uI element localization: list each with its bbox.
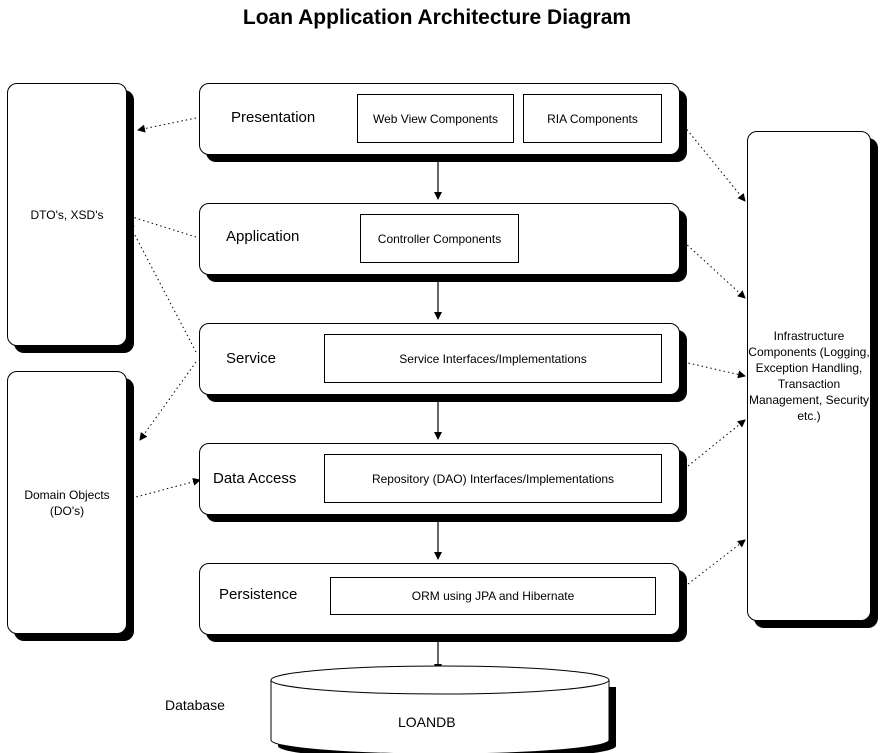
- domain-objects-label: Domain Objects (DO's): [24, 487, 110, 518]
- dotted-service-domain: [139, 361, 197, 441]
- repository-dao: Repository (DAO) Interfaces/Implementati…: [324, 454, 662, 503]
- database-name: LOANDB: [398, 714, 456, 730]
- service-layer: Service Service Interfaces/Implementatio…: [199, 323, 680, 395]
- dtos-box: DTO's, XSD's: [7, 83, 127, 346]
- dotted-application-dtos: [125, 213, 197, 238]
- dotted-service-dtos: [127, 221, 197, 353]
- dotted-service-infra: [683, 361, 746, 379]
- dotted-application-infra: [683, 241, 746, 299]
- persistence-label: Persistence: [219, 586, 298, 603]
- application-layer: Application Controller Components: [199, 203, 680, 275]
- dotted-presentation-dtos: [137, 117, 197, 133]
- database-label: Database: [165, 697, 225, 713]
- dotted-persistence-infra: [687, 539, 746, 585]
- data-access-label: Data Access: [213, 470, 297, 487]
- orm-jpa-hibernate: ORM using JPA and Hibernate: [330, 577, 656, 615]
- presentation-label: Presentation: [231, 109, 316, 126]
- infrastructure-box: Infrastructure Components (Logging, Exce…: [747, 131, 871, 621]
- service-interfaces: Service Interfaces/Implementations: [324, 334, 662, 383]
- data-access-layer: Data Access Repository (DAO) Interfaces/…: [199, 443, 680, 515]
- presentation-layer: Presentation Web View Components RIA Com…: [199, 83, 680, 155]
- diagram-title: Loan Application Architecture Diagram: [242, 6, 632, 29]
- dtos-label: DTO's, XSD's: [30, 207, 104, 222]
- application-label: Application: [226, 228, 300, 245]
- web-view-components: Web View Components: [357, 94, 514, 143]
- dotted-presentation-infra: [683, 125, 746, 202]
- infrastructure-label: Infrastructure Components (Logging, Exce…: [748, 329, 870, 423]
- persistence-layer: Persistence ORM using JPA and Hibernate: [199, 563, 680, 635]
- database-cylinder: [270, 665, 616, 753]
- dotted-data-access-infra: [687, 419, 746, 467]
- dotted-domain-data-access: [131, 477, 201, 499]
- controller-components: Controller Components: [360, 214, 519, 263]
- service-label: Service: [226, 350, 277, 367]
- domain-objects-box: Domain Objects (DO's): [7, 371, 127, 634]
- ria-components: RIA Components: [523, 94, 662, 143]
